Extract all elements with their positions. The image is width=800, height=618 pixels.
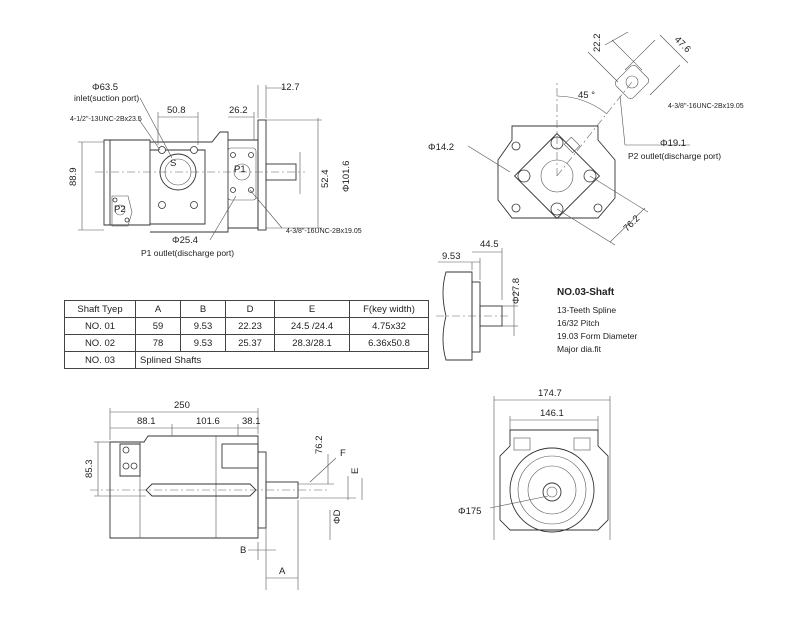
- dim-76-2: 76.2: [621, 213, 642, 234]
- port-p2-label: P2: [114, 204, 126, 215]
- label-a: A: [279, 566, 286, 577]
- inlet-thread-label: 4-1/2"-13UNC-2Bx23.5: [70, 116, 142, 123]
- dim-88-9: 88.9: [68, 168, 79, 187]
- p2-thread-label: 4-3/8"-16UNC-2Bx19.05: [668, 103, 744, 110]
- dim-250: 250: [174, 400, 190, 411]
- port-s-label: S: [170, 158, 176, 169]
- p1-thread-label: 4-3/8"-16UNC-2Bx19.05: [286, 228, 362, 235]
- table-header-row: Shaft Tyep A B D E F(key width): [64, 300, 429, 318]
- dim-175: Φ175: [458, 506, 481, 517]
- table-cell: 9.53: [180, 334, 226, 352]
- shaft-detail: [436, 248, 518, 361]
- table-cell: NO. 03: [64, 351, 136, 369]
- p2-outlet-label: P2 outlet(discharge port): [628, 151, 721, 161]
- shaft-spec-title: NO.03-Shaft: [557, 287, 615, 298]
- dim-85-3: 85.3: [84, 460, 95, 479]
- table-cell: 78: [135, 334, 181, 352]
- dim-146-1: 146.1: [540, 408, 564, 419]
- dim-44-5: 44.5: [480, 239, 499, 250]
- dim-38-1: 38.1: [242, 416, 261, 427]
- dim-50-8: 50.8: [167, 105, 186, 116]
- table-cell: 28.3/28.1: [274, 334, 350, 352]
- dim-101-6-side: 101.6: [196, 416, 220, 427]
- table-cell: 4.75x32: [349, 317, 429, 335]
- table-row: NO. 02 78 9.53 25.37 28.3/28.1 6.36x50.8: [64, 334, 429, 352]
- dim-27-8: Φ27.8: [511, 278, 522, 304]
- table-cell: 25.37: [225, 334, 275, 352]
- shaft-spec-line: 16/32 Pitch: [557, 318, 600, 328]
- shaft-spec-line: 19.03 Form Diameter: [557, 331, 638, 341]
- rear-view: [467, 31, 690, 246]
- dim-88-1: 88.1: [137, 416, 156, 427]
- header-e: E: [274, 300, 350, 318]
- front-view: [78, 85, 322, 241]
- p1-outlet-label: P1 outlet(discharge port): [141, 248, 234, 258]
- dim-14-2: Φ14.2: [428, 142, 454, 153]
- table-cell: 24.5 /24.4: [274, 317, 350, 335]
- inlet-dia-label: Φ63.5: [92, 82, 118, 93]
- header-a: A: [135, 300, 181, 318]
- table-cell-splined: Splined Shafts: [135, 351, 429, 369]
- p1-dia-label: Φ25.4: [172, 235, 198, 246]
- table-row: NO. 01 59 9.53 22.23 24.5 /24.4 4.75x32: [64, 317, 429, 335]
- label-f: F: [340, 448, 346, 459]
- table-cell: NO. 02: [64, 334, 136, 352]
- angle-45: 45 °: [578, 90, 595, 101]
- dim-9-53: 9.53: [442, 251, 461, 262]
- table-cell: 59: [135, 317, 181, 335]
- table-cell: 9.53: [180, 317, 226, 335]
- dim-52-4: 52.4: [320, 170, 331, 189]
- table-cell: 22.23: [225, 317, 275, 335]
- dim-47-6: 47.6: [672, 34, 693, 55]
- header-d: D: [225, 300, 275, 318]
- side-view: [90, 408, 363, 590]
- end-view: [489, 396, 611, 540]
- shaft-table: Shaft Tyep A B D E F(key width) NO. 01 5…: [64, 300, 429, 369]
- dim-174-7: 174.7: [538, 388, 562, 399]
- header-f: F(key width): [349, 300, 429, 318]
- dim-76-2-side: 76.2: [314, 436, 325, 455]
- label-b: B: [240, 545, 246, 556]
- header-b: B: [180, 300, 226, 318]
- dim-101-6: Φ101.6: [341, 161, 352, 192]
- label-d: ΦD: [332, 509, 343, 524]
- header-shaft-type: Shaft Tyep: [64, 300, 136, 318]
- shaft-spec-line: Major dia.fit: [557, 344, 601, 354]
- dim-12-7: 12.7: [281, 82, 300, 93]
- table-cell: NO. 01: [64, 317, 136, 335]
- dim-19-1: Φ19.1: [660, 138, 686, 149]
- table-cell: 6.36x50.8: [349, 334, 429, 352]
- shaft-spec-line: 13-Teeth Spline: [557, 305, 617, 315]
- table-row: NO. 03 Splined Shafts: [64, 351, 429, 369]
- inlet-label: inlet(suction port): [74, 93, 139, 103]
- dim-22-2: 22.2: [592, 34, 603, 53]
- dim-26-2: 26.2: [229, 105, 248, 116]
- port-p1-label: P1: [234, 164, 246, 175]
- label-e: E: [350, 468, 361, 474]
